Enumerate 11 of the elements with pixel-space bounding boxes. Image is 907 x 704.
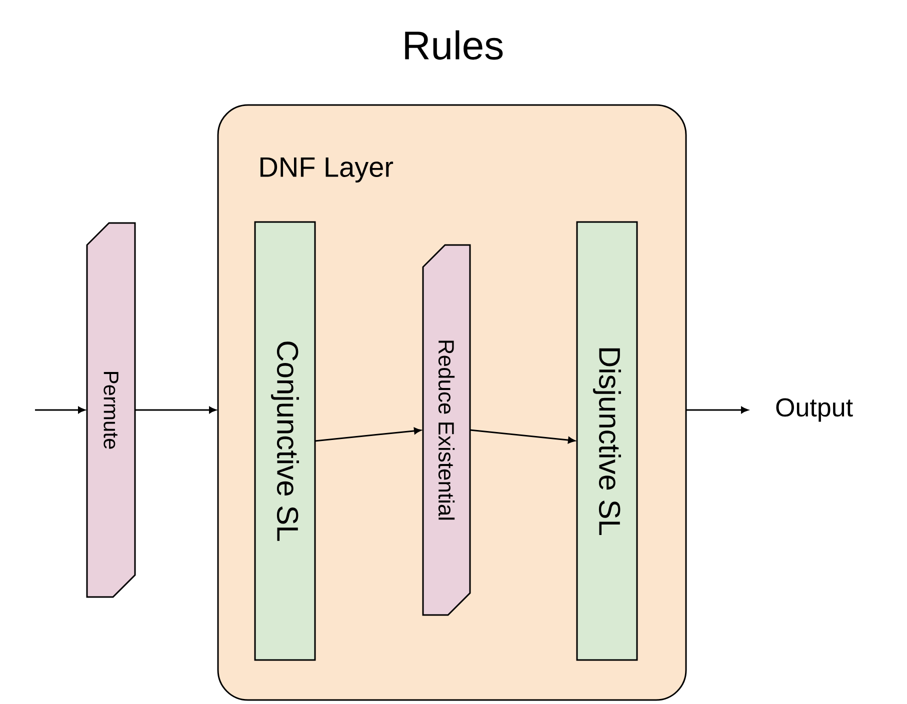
- layer-bar: Disjunctive SL: [576, 221, 638, 661]
- operation-box: Permute: [86, 222, 136, 598]
- arrow: [686, 406, 748, 414]
- layer-bar: Conjunctive SL: [254, 221, 316, 661]
- arrow: [470, 429, 576, 444]
- title: Rules: [405, 30, 503, 60]
- operation-box: Reduce Existential: [422, 244, 471, 616]
- arrow: [135, 406, 216, 414]
- arrow: [35, 406, 86, 414]
- output-label: Output: [776, 398, 853, 422]
- arrow: [314, 428, 422, 442]
